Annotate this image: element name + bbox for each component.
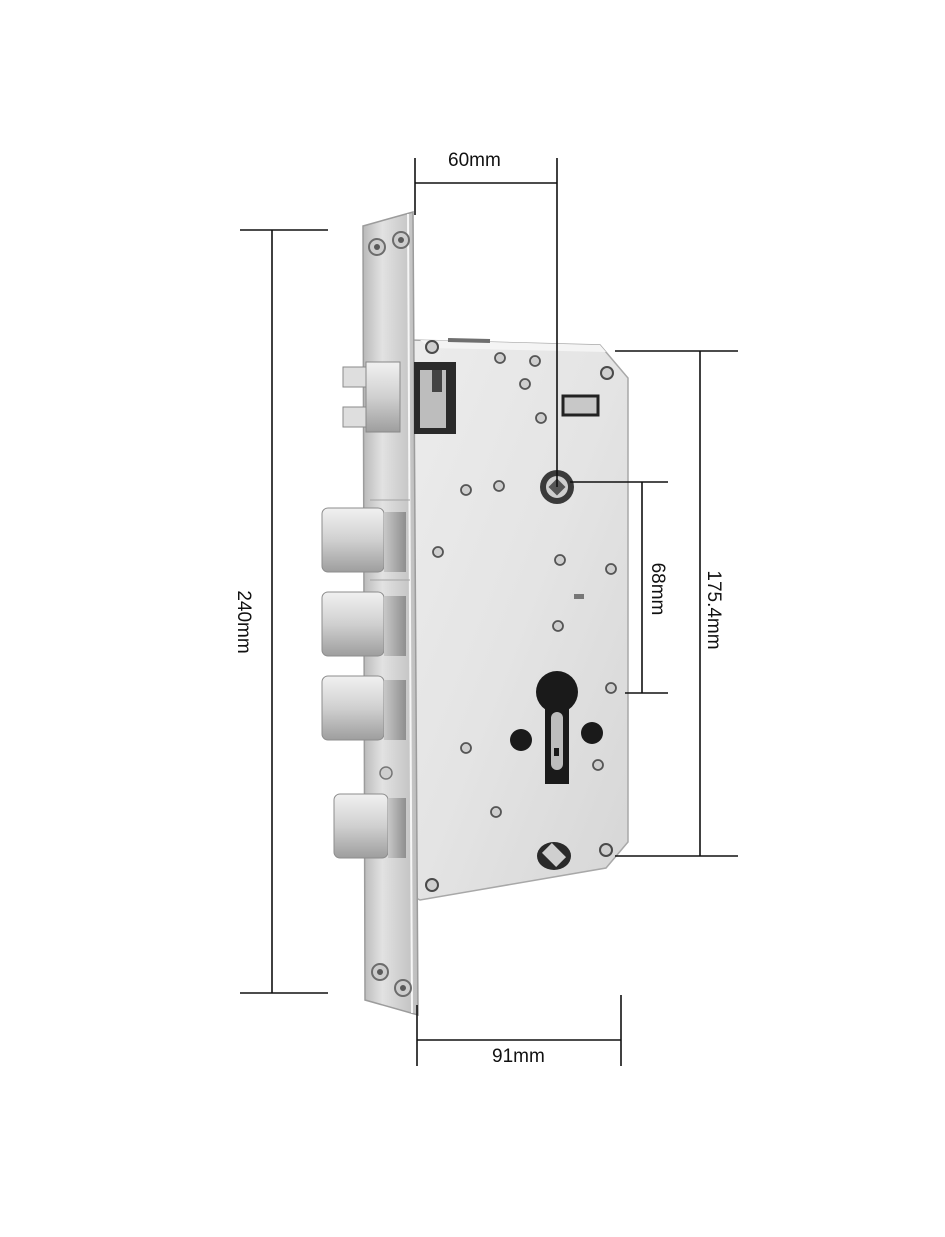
cylinder-hole-icon (510, 671, 603, 784)
case-screws (425, 340, 614, 892)
dimension-case-height-label: 175.4mm (703, 570, 724, 650)
dimension-spindle-to-cylinder-label: 68mm (647, 562, 668, 616)
latch-icon (342, 361, 456, 434)
bolt-icon (321, 507, 406, 859)
dimension-offset-label: 60mm (448, 150, 501, 171)
lower-spindle-icon (537, 842, 571, 870)
case-holes (432, 352, 617, 818)
dimension-case-width-label: 91mm (492, 1046, 545, 1067)
dimension-faceplate-length-label: 240mm (233, 590, 254, 654)
